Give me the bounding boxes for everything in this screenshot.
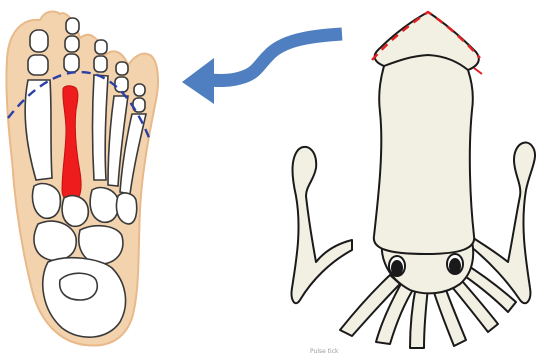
curved-arrow-icon — [182, 34, 342, 104]
squid-left-tentacle — [292, 147, 352, 303]
image-credit: Pulse tick — [310, 348, 339, 355]
squid-illustration — [292, 12, 535, 348]
squid-mantle — [374, 12, 479, 254]
foot-illustration — [6, 12, 158, 346]
